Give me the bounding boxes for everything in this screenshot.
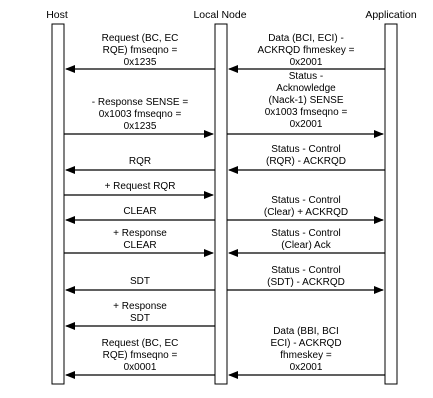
message-label-line: (Nack-1) SENSE xyxy=(268,95,343,106)
message-label-line: Status - xyxy=(289,71,323,82)
message-label-line: 0x2001 xyxy=(290,57,323,68)
message-label-line: fhmeskey = xyxy=(280,350,332,361)
message-label-line: CLEAR xyxy=(123,240,156,251)
svg-text:Status - Control(Clear) Ack: Status - Control(Clear) Ack xyxy=(271,228,340,251)
message-label-line: Status - Control xyxy=(271,195,340,206)
message-label-line: 0x2001 xyxy=(290,119,323,130)
message-label-line: RQR xyxy=(129,156,151,167)
svg-text:Status - Control(SDT) - ACKRQD: Status - Control(SDT) - ACKRQD xyxy=(267,265,345,288)
message-label-line: 0x1003 fmseqno = xyxy=(265,107,348,118)
message-label-line: RQE) fmseqno = xyxy=(103,350,178,361)
message-m6: Status - Control(RQR) - ACKRQD xyxy=(228,144,385,174)
svg-text:RQR: RQR xyxy=(129,156,151,167)
message-m7: + Request RQR xyxy=(64,181,214,199)
message-label-line: CLEAR xyxy=(123,206,156,217)
message-label-line: Request (BC, EC xyxy=(102,33,179,44)
message-label-line: Data (BBI, BCI xyxy=(273,326,339,337)
application-lifeline xyxy=(384,23,398,385)
message-m9: Status - Control(Clear) + ACKRQD xyxy=(227,195,384,224)
message-label-line: 0x2001 xyxy=(290,362,323,373)
message-label-line: (RQR) - ACKRQD xyxy=(266,156,346,167)
local-node-header: Local Node xyxy=(193,9,246,21)
svg-text:- Response SENSE =0x1003 fmseq: - Response SENSE =0x1003 fmseqno =0x1235 xyxy=(92,97,189,132)
host-header: Host xyxy=(46,9,68,21)
message-label-line: 0x1003 fmseqno = xyxy=(99,109,182,120)
svg-text:SDT: SDT xyxy=(130,276,150,287)
message-label-line: 0x1235 xyxy=(124,57,157,68)
svg-text:Status - Control(RQR) - ACKRQD: Status - Control(RQR) - ACKRQD xyxy=(266,144,346,167)
message-label-line: 0x0001 xyxy=(124,362,157,373)
message-label-line: (Clear) Ack xyxy=(281,240,331,251)
svg-text:CLEAR: CLEAR xyxy=(123,206,156,217)
svg-text:+ Request RQR: + Request RQR xyxy=(105,181,176,192)
message-m5: RQR xyxy=(65,156,215,174)
local-node-lifeline xyxy=(214,23,228,385)
message-m13: Status - Control(SDT) - ACKRQD xyxy=(227,265,384,294)
message-label-line: SDT xyxy=(130,313,150,324)
message-m8: CLEAR xyxy=(65,206,215,224)
message-label-line: Data (BCI, ECI) - xyxy=(268,33,344,44)
message-label-line: Acknowledge xyxy=(276,83,336,94)
message-label-line: ACKRQD fhmeskey = xyxy=(258,45,355,56)
message-m12: SDT xyxy=(65,276,215,294)
message-m2: Data (BCI, ECI) -ACKRQD fhmeskey =0x2001 xyxy=(228,33,385,73)
message-m11: Status - Control(Clear) Ack xyxy=(228,228,385,257)
message-label-line: + Response xyxy=(113,301,167,312)
message-label-line: Status - Control xyxy=(271,228,340,239)
message-label-line: ECI) - ACKRQD xyxy=(270,338,341,349)
message-label-line: RQE) fmseqno = xyxy=(103,45,178,56)
svg-text:Status - Control(Clear) + ACKR: Status - Control(Clear) + ACKRQD xyxy=(264,195,348,218)
application-header: Application xyxy=(365,9,417,21)
message-label-line: Status - Control xyxy=(271,265,340,276)
svg-text:Data (BCI, ECI) -ACKRQD fhmesk: Data (BCI, ECI) -ACKRQD fhmeskey =0x2001 xyxy=(258,33,355,68)
message-label-line: 0x1235 xyxy=(124,121,157,132)
message-label-line: (SDT) - ACKRQD xyxy=(267,277,345,288)
message-label-line: + Request RQR xyxy=(105,181,176,192)
message-label-line: SDT xyxy=(130,276,150,287)
message-label-line: Status - Control xyxy=(271,144,340,155)
message-label-line: - Response SENSE = xyxy=(92,97,189,108)
host-lifeline xyxy=(51,23,65,385)
message-m3: - Response SENSE =0x1003 fmseqno =0x1235 xyxy=(64,97,214,138)
message-label-line: + Response xyxy=(113,228,167,239)
message-label-line: Request (BC, EC xyxy=(102,338,179,349)
svg-text:Status -Acknowledge(Nack-1) SE: Status -Acknowledge(Nack-1) SENSE0x1003 … xyxy=(265,71,348,130)
message-label-line: (Clear) + ACKRQD xyxy=(264,207,348,218)
